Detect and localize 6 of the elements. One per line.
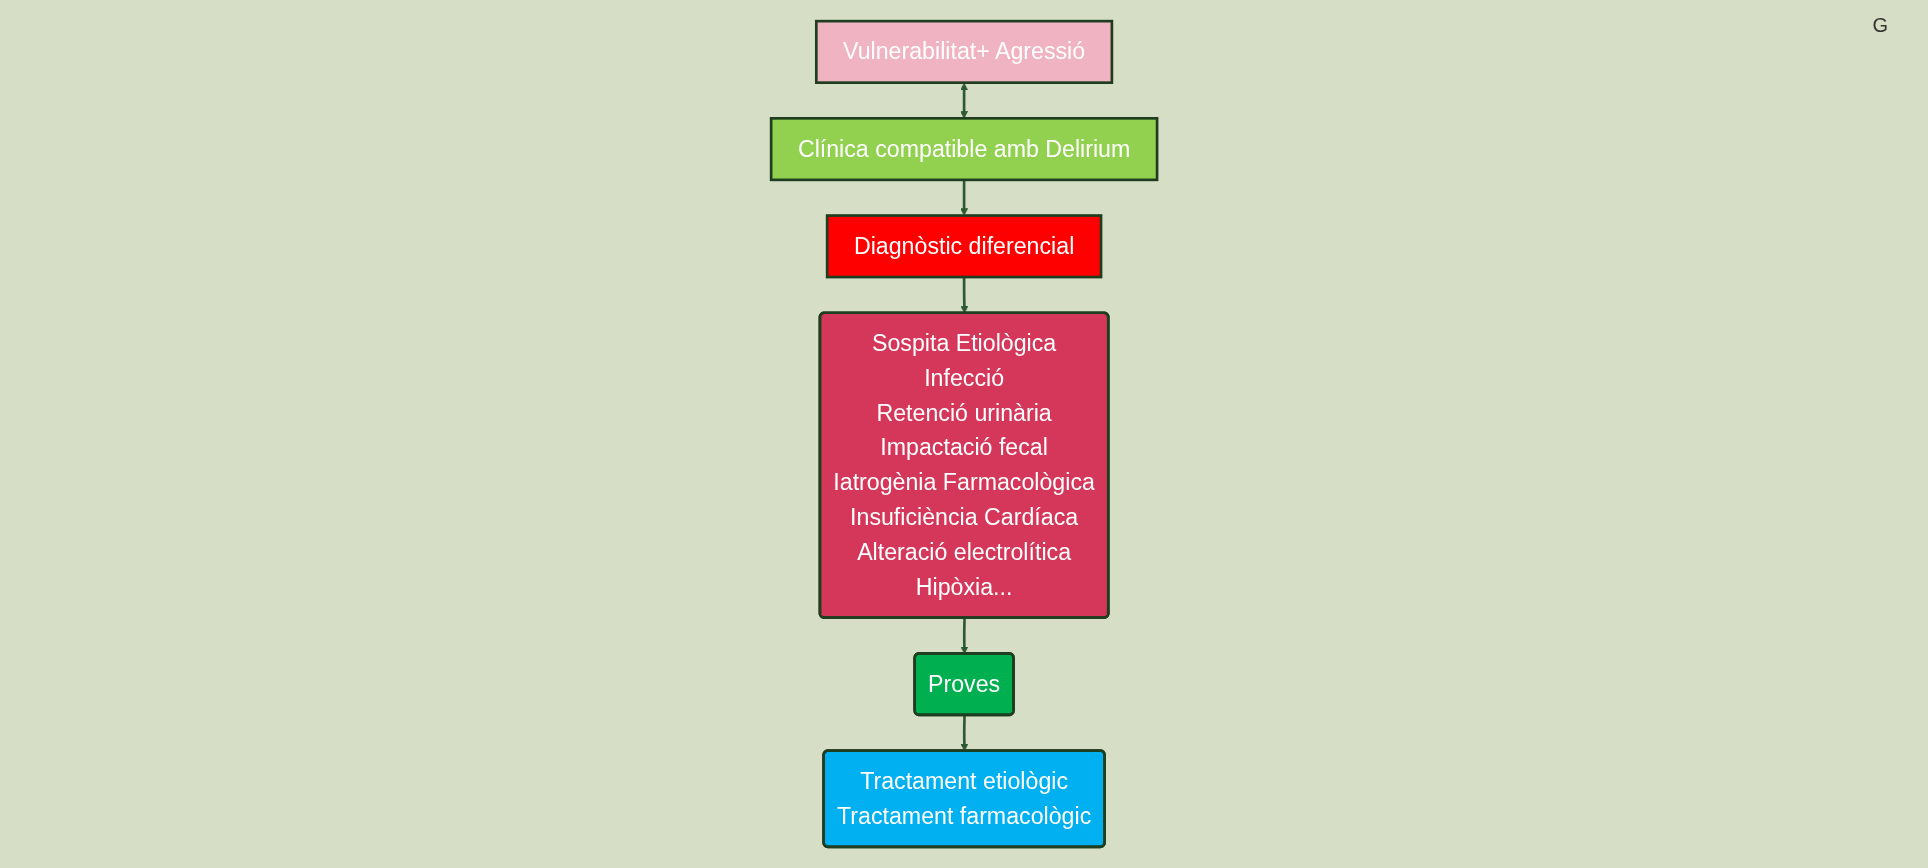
arrow: [960, 82, 968, 119]
node-box: Clínica compatible amb Delirium: [769, 117, 1159, 182]
arrow: [960, 179, 968, 216]
corner-letter: G: [1872, 14, 1888, 36]
node-box: Vulnerabilitat+ Agressió: [814, 19, 1114, 84]
node-box: Diagnòstic diferencial: [825, 214, 1103, 279]
